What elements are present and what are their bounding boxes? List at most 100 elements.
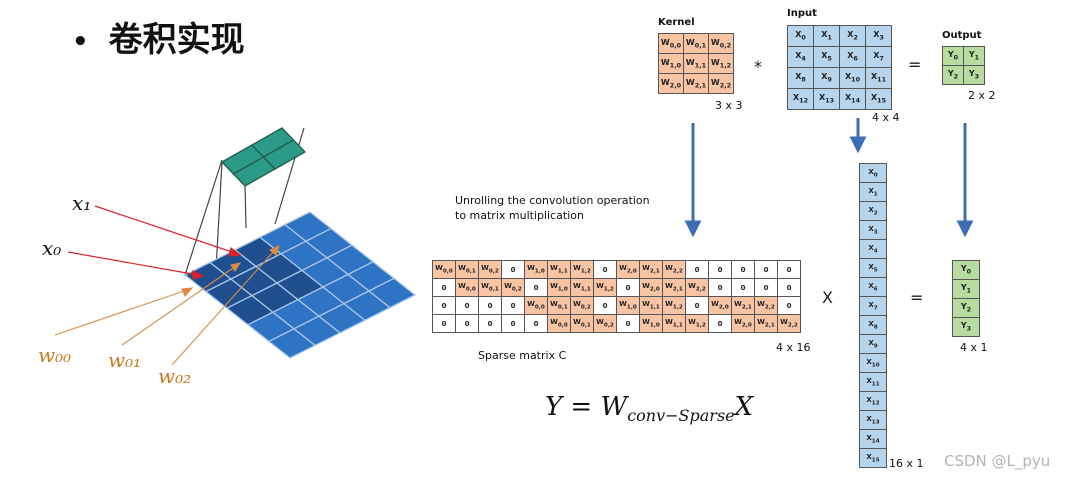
y-vector-size: 4 x 1: [960, 341, 988, 354]
output-cell: Y2: [942, 65, 964, 85]
x-vector-cell: X9: [859, 334, 887, 354]
kernel-cell: W1,2: [708, 53, 734, 74]
sparse-cell: W2,1: [662, 278, 686, 297]
kernel-size: 3 x 3: [715, 99, 743, 112]
x-vector-row: X6: [859, 277, 887, 297]
x-vector-cell: X1: [859, 182, 887, 202]
sparse-cell: W2,1: [639, 260, 663, 279]
kernel-cell: W1,1: [683, 53, 709, 74]
formula-lhs: Y = W: [545, 392, 628, 422]
input-size: 4 x 4: [872, 111, 900, 124]
output-grid-cell: [262, 139, 307, 170]
formula-rhs: X: [734, 392, 754, 422]
sparse-cell: W0,1: [570, 314, 594, 333]
x-vector-cell: X14: [859, 429, 887, 449]
sparse-cell: W0,2: [478, 260, 502, 279]
sparse-cell: W1,2: [685, 314, 709, 333]
sparse-cell: W1,2: [593, 278, 617, 297]
sparse-cell: W0,0: [547, 314, 571, 333]
x-vector-row: X13: [859, 410, 887, 430]
x-vector-cell: X3: [859, 220, 887, 240]
sparse-matrix-label: Sparse matrix C: [478, 349, 567, 362]
sparse-cell: W0,2: [570, 296, 594, 315]
sparse-cell: 0: [708, 278, 732, 297]
y-vector-row: Y3: [952, 317, 980, 337]
sparse-cell: 0: [432, 314, 456, 333]
input-cell: X3: [865, 25, 892, 47]
x-vector-row: X8: [859, 315, 887, 335]
sparse-cell: W2,1: [731, 296, 755, 315]
unrolling-text-line1: Unrolling the convolution operation: [455, 194, 650, 207]
sparse-cell: 0: [754, 278, 778, 297]
x-vector-cell: X2: [859, 201, 887, 221]
sparse-cell: W0,1: [547, 296, 571, 315]
x-vector-row: X1: [859, 182, 887, 202]
arrow-head-output: [956, 220, 974, 238]
x-vector-row: X10: [859, 353, 887, 373]
kernel-cell: W2,2: [708, 73, 734, 94]
x-vector-row: X3: [859, 220, 887, 240]
sparse-cell: W0,1: [478, 278, 502, 297]
sparse-cell: 0: [731, 260, 755, 279]
output-label: Output: [942, 30, 982, 41]
sparse-cell: 0: [777, 296, 801, 315]
x-vector-cell: X5: [859, 258, 887, 278]
sparse-cell: W2,1: [754, 314, 778, 333]
sparse-cell: W0,1: [455, 260, 479, 279]
input-cell: X12: [787, 88, 814, 110]
y-vector-cell: Y1: [952, 279, 980, 299]
sparse-cell: W0,0: [432, 260, 456, 279]
x-vector-cell: X0: [859, 163, 887, 183]
page-title: •卷积实现: [72, 12, 245, 61]
sparse-cell: 0: [501, 296, 525, 315]
sparse-cell: 0: [593, 260, 617, 279]
input-grid-cell: [367, 277, 417, 309]
sparse-cell: 0: [478, 314, 502, 333]
output-grid-3d: [220, 127, 307, 187]
x-vector-cell: X7: [859, 296, 887, 316]
input-pointer-arrows: [67, 205, 242, 280]
sparse-cell: 0: [616, 314, 640, 333]
kernel-cell: W0,0: [658, 33, 684, 54]
y-vector-cell: Y2: [952, 298, 980, 318]
x-vector-cell: X13: [859, 410, 887, 430]
input-label: Input: [787, 8, 817, 19]
sparse-cell: 0: [754, 260, 778, 279]
x-vector-cell: X6: [859, 277, 887, 297]
x-vector-row: X0: [859, 163, 887, 183]
x0-label: x₀: [42, 236, 61, 260]
arrow-head-kernel: [684, 220, 702, 238]
sparse-cell: W1,1: [547, 260, 571, 279]
input-grid-3d: [183, 211, 417, 359]
x-vector-row: X9: [859, 334, 887, 354]
sparse-cell: W0,0: [524, 296, 548, 315]
sparse-cell: 0: [777, 260, 801, 279]
x-vector-row: X14: [859, 429, 887, 449]
watermark: CSDN @L_pyu: [944, 452, 1051, 470]
input-cell: X11: [865, 67, 892, 89]
sparse-cell: W2,2: [754, 296, 778, 315]
sparse-cell: W0,2: [593, 314, 617, 333]
sparse-cell: 0: [478, 296, 502, 315]
y-vector-cell: Y0: [952, 260, 980, 280]
formula-subscript: conv−Sparse: [627, 406, 735, 426]
x-vector-row: X4: [859, 239, 887, 259]
kernel-label: Kernel: [658, 17, 695, 28]
sparse-cell: 0: [616, 278, 640, 297]
sparse-cell: W1,0: [547, 278, 571, 297]
sparse-cell: W1,1: [639, 296, 663, 315]
equals-operator: =: [908, 55, 922, 74]
y-vector-row: Y0: [952, 260, 980, 280]
x-vector-cell: X4: [859, 239, 887, 259]
sparse-cell: W1,0: [616, 296, 640, 315]
